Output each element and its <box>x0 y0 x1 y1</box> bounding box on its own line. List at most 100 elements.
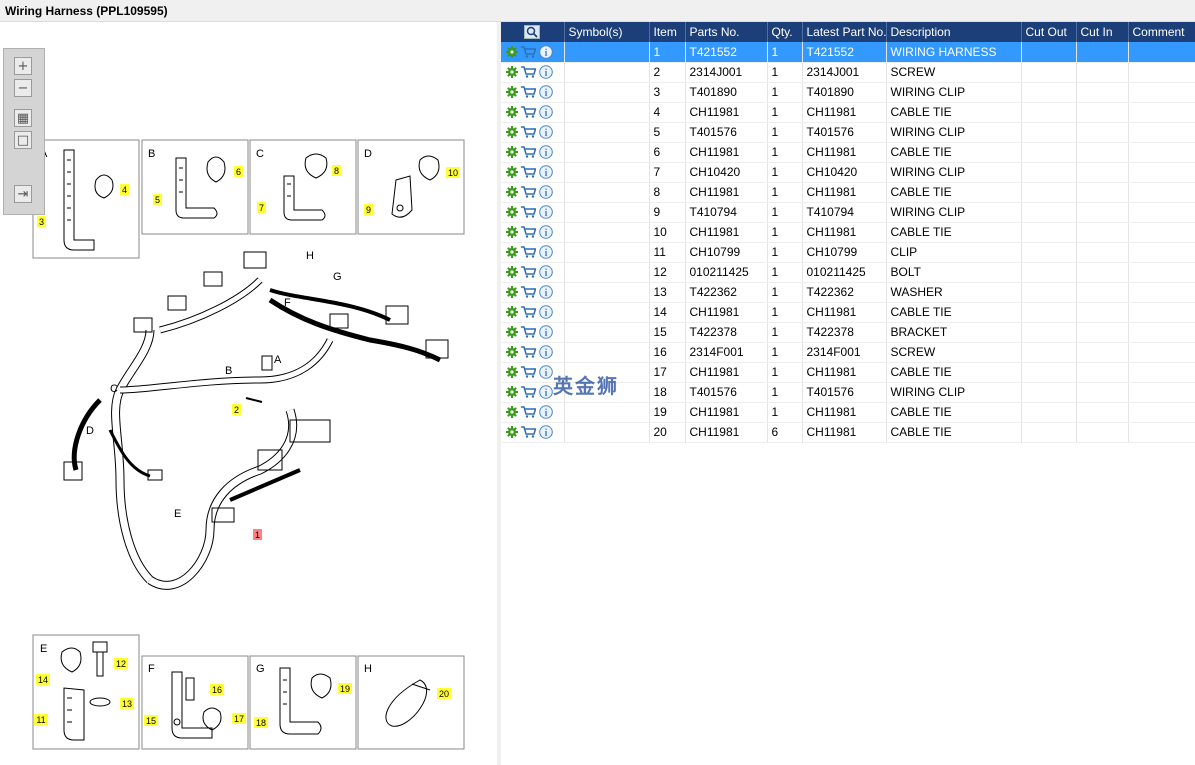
info-icon[interactable]: i <box>539 105 553 119</box>
callout-8[interactable]: 8 <box>332 165 341 176</box>
col-qty-header[interactable]: Qty. <box>767 22 803 42</box>
callout-7[interactable]: 7 <box>257 202 266 213</box>
gear-icon[interactable] <box>506 166 518 179</box>
cart-icon[interactable] <box>521 86 536 99</box>
col-cut-out-header[interactable]: Cut Out <box>1021 22 1077 42</box>
gear-icon[interactable] <box>506 226 518 239</box>
callout-9[interactable]: 9 <box>364 204 373 215</box>
info-icon[interactable]: i <box>539 245 553 259</box>
zoom-in-button[interactable]: + <box>14 57 32 75</box>
splitter[interactable] <box>497 22 501 765</box>
info-icon[interactable]: i <box>539 125 553 139</box>
callout-5[interactable]: 5 <box>153 194 162 205</box>
gear-icon[interactable] <box>506 386 518 399</box>
gear-icon[interactable] <box>506 66 518 79</box>
col-item-header[interactable]: Item <box>649 22 686 42</box>
callout-15[interactable]: 15 <box>144 715 158 726</box>
callout-11[interactable]: 11 <box>34 714 48 725</box>
export-button[interactable]: ⇥ <box>14 185 32 203</box>
info-icon[interactable]: i <box>539 365 553 379</box>
info-icon[interactable]: i <box>539 225 553 239</box>
callout-16[interactable]: 16 <box>210 684 224 695</box>
col-actions-header[interactable] <box>501 22 565 42</box>
info-icon[interactable]: i <box>539 265 553 279</box>
callout-18[interactable]: 18 <box>254 717 268 728</box>
info-icon[interactable]: i <box>539 325 553 339</box>
callout-4[interactable]: 4 <box>120 184 129 195</box>
gear-icon[interactable] <box>506 86 518 99</box>
gear-icon[interactable] <box>506 46 518 59</box>
info-icon[interactable]: i <box>539 345 553 359</box>
cart-icon[interactable] <box>521 186 536 199</box>
cart-icon[interactable] <box>521 146 536 159</box>
cart-icon[interactable] <box>521 66 536 79</box>
callout-3[interactable]: 3 <box>37 216 46 227</box>
info-icon[interactable]: i <box>539 165 553 179</box>
fit-view-button[interactable]: ▦ <box>14 109 32 127</box>
callout-17[interactable]: 17 <box>232 713 246 724</box>
gear-icon[interactable] <box>506 406 518 419</box>
callout-2[interactable]: 2 <box>232 404 241 415</box>
col-latest-part-no-header[interactable]: Latest Part No. <box>802 22 887 42</box>
gear-icon[interactable] <box>506 126 518 139</box>
gear-icon[interactable] <box>506 246 518 259</box>
callout-14[interactable]: 14 <box>36 674 50 685</box>
cart-icon[interactable] <box>521 366 536 379</box>
cart-icon[interactable] <box>521 166 536 179</box>
gear-icon[interactable] <box>506 426 518 439</box>
gear-icon[interactable] <box>506 366 518 379</box>
gear-icon[interactable] <box>506 106 518 119</box>
col-comment-header[interactable]: Comment <box>1128 22 1195 42</box>
info-icon[interactable]: i <box>539 145 553 159</box>
cart-icon[interactable] <box>521 46 536 58</box>
info-icon[interactable]: i <box>539 85 553 99</box>
gear-icon[interactable] <box>506 186 518 199</box>
cart-icon[interactable] <box>521 206 536 219</box>
cart-icon[interactable] <box>521 346 536 359</box>
cart-icon[interactable] <box>521 126 536 139</box>
gear-icon[interactable] <box>506 266 518 279</box>
cart-icon[interactable] <box>521 386 536 399</box>
col-cut-in-header[interactable]: Cut In <box>1076 22 1129 42</box>
gear-icon[interactable] <box>506 346 518 359</box>
gear-icon[interactable] <box>506 146 518 159</box>
zoom-out-button[interactable]: − <box>14 79 32 97</box>
actual-size-button[interactable]: □ <box>14 131 32 149</box>
callout-20[interactable]: 20 <box>437 688 451 699</box>
cart-icon[interactable] <box>521 246 536 259</box>
search-parts-icon[interactable] <box>524 25 541 40</box>
diagram-panel[interactable]: A B C D E F G H A B C D E F G H 12345678… <box>0 22 497 765</box>
cart-icon[interactable] <box>521 226 536 239</box>
gear-icon[interactable] <box>506 306 518 319</box>
callout-1[interactable]: 1 <box>253 529 262 540</box>
info-icon[interactable]: i <box>539 285 553 299</box>
cart-icon[interactable] <box>521 106 536 119</box>
callout-10[interactable]: 10 <box>446 167 460 178</box>
col-symbols-header[interactable]: Symbol(s) <box>564 22 650 42</box>
callout-19[interactable]: 19 <box>338 683 352 694</box>
gear-icon[interactable] <box>506 326 518 339</box>
info-icon[interactable]: i <box>539 405 553 419</box>
callout-6[interactable]: 6 <box>234 166 243 177</box>
col-description-header[interactable]: Description <box>886 22 1022 42</box>
cart-icon[interactable] <box>521 286 536 299</box>
col-part-no-header[interactable]: Parts No. <box>685 22 768 42</box>
info-icon[interactable]: i <box>539 45 553 59</box>
info-icon[interactable]: i <box>539 425 553 439</box>
